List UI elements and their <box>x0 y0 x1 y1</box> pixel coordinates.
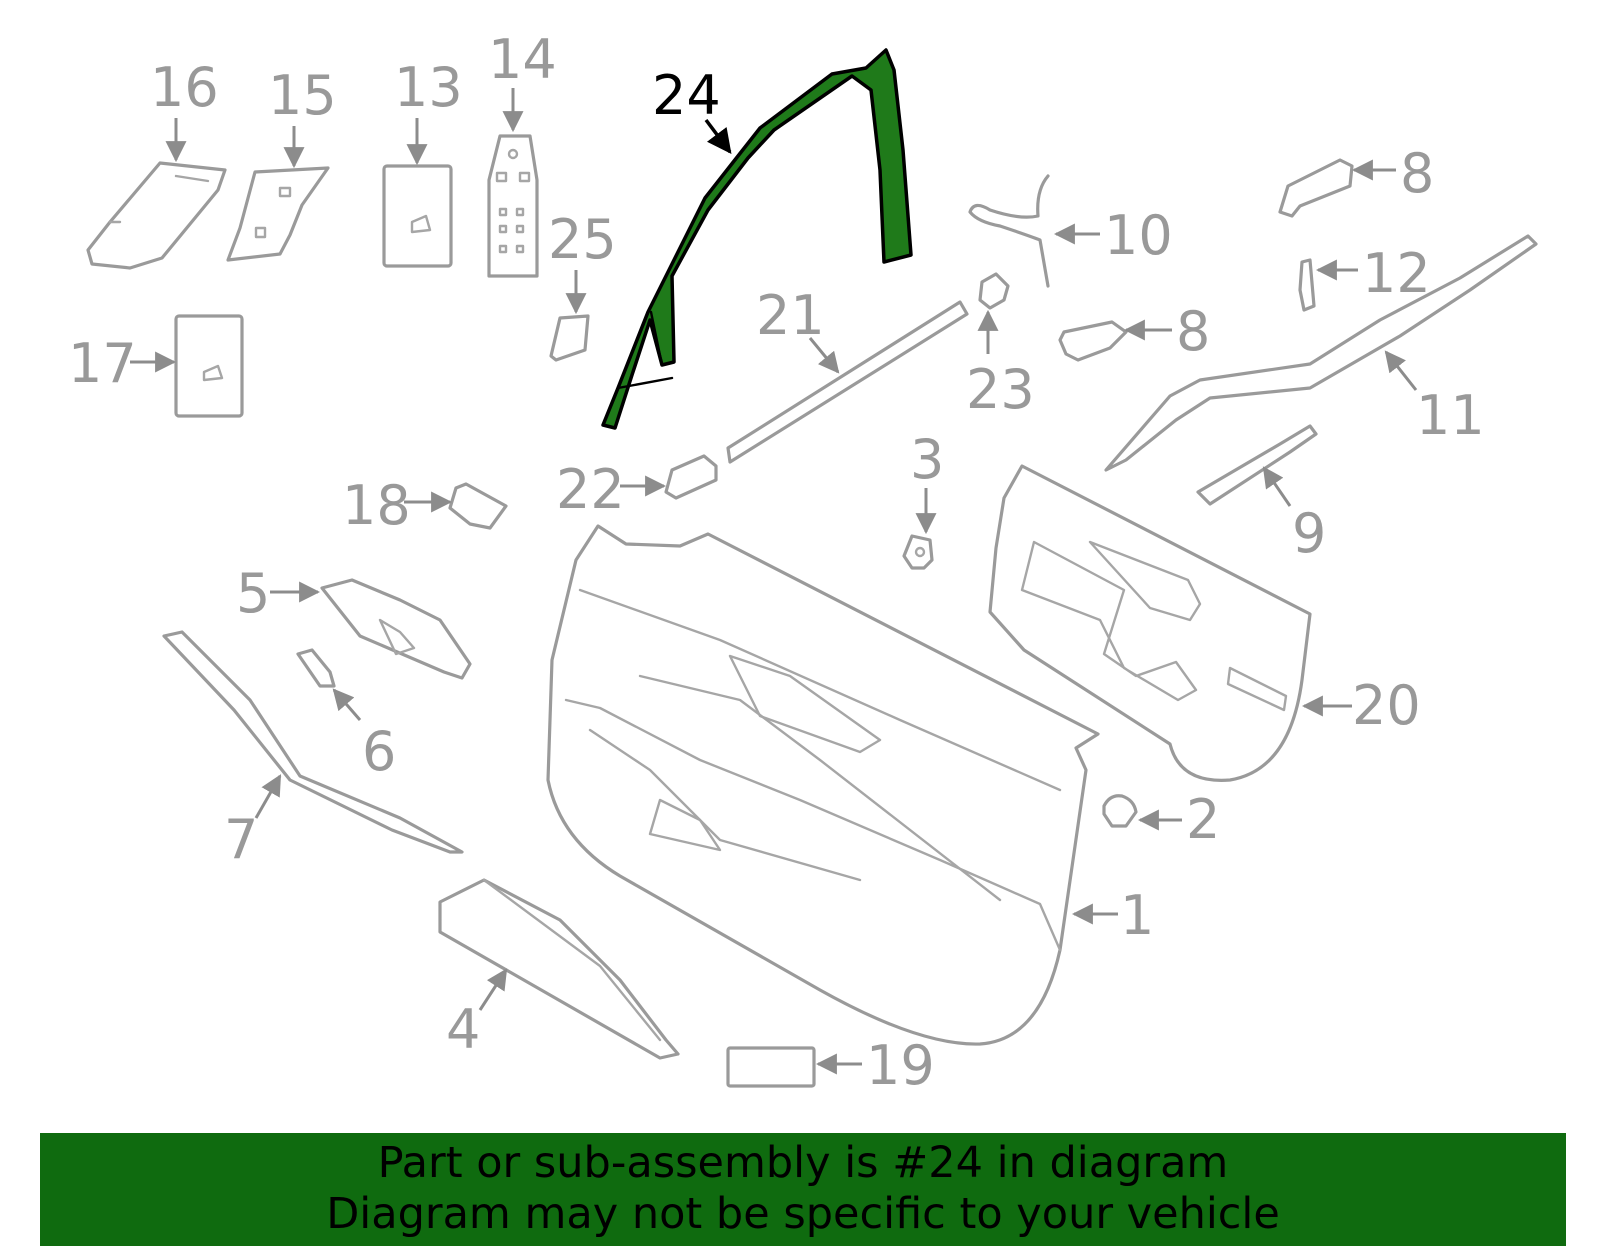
part-21[interactable] <box>726 300 969 464</box>
part-5[interactable] <box>320 578 472 680</box>
callout-6: 6 <box>362 720 396 783</box>
callout-2: 2 <box>1186 788 1220 851</box>
callout-17: 17 <box>68 332 137 395</box>
part-22[interactable] <box>664 454 718 500</box>
part-24-highlighted[interactable] <box>601 48 913 430</box>
part-9[interactable] <box>1196 424 1318 506</box>
callout-25: 25 <box>548 208 617 271</box>
part-15[interactable] <box>226 166 330 262</box>
part-17[interactable] <box>174 314 244 418</box>
callout-19: 19 <box>866 1034 935 1097</box>
callout-23: 23 <box>966 358 1035 421</box>
banner-line-2: Diagram may not be specific to your vehi… <box>326 1189 1280 1239</box>
callout-16: 16 <box>150 56 219 119</box>
callout-4: 4 <box>446 998 480 1061</box>
info-banner: Part or sub-assembly is #24 in diagram D… <box>40 1133 1566 1246</box>
part-3[interactable] <box>902 534 934 570</box>
callout-11: 11 <box>1416 384 1485 447</box>
part-23[interactable] <box>978 272 1010 310</box>
callout-8-top: 8 <box>1400 142 1434 205</box>
callout-12: 12 <box>1362 242 1431 305</box>
part-16[interactable] <box>86 161 227 270</box>
part-12[interactable] <box>1298 258 1316 312</box>
callout-21: 21 <box>756 284 825 347</box>
part-18[interactable] <box>448 482 508 530</box>
part-8-top[interactable] <box>1278 158 1354 218</box>
part-8-lower[interactable] <box>1058 320 1128 362</box>
callout-13: 13 <box>394 56 463 119</box>
part-13[interactable] <box>382 164 453 268</box>
part-1-door-panel[interactable] <box>546 524 1100 1046</box>
callout-22: 22 <box>556 458 625 521</box>
callout-5: 5 <box>236 562 270 625</box>
part-11[interactable] <box>1104 234 1538 472</box>
part-19[interactable] <box>726 1046 816 1088</box>
part-20[interactable] <box>988 464 1312 782</box>
callout-20: 20 <box>1352 674 1421 737</box>
part-10[interactable] <box>968 174 1050 288</box>
callout-18: 18 <box>342 474 411 537</box>
callout-8-lower: 8 <box>1176 300 1210 363</box>
part-14[interactable] <box>487 134 539 278</box>
banner-line-1: Part or sub-assembly is #24 in diagram <box>377 1138 1229 1188</box>
callout-3: 3 <box>910 428 944 491</box>
callout-1: 1 <box>1120 884 1154 947</box>
part-2[interactable] <box>1102 794 1138 828</box>
callout-7: 7 <box>224 808 258 871</box>
callout-9: 9 <box>1292 502 1326 565</box>
callout-10: 10 <box>1104 204 1173 267</box>
part-7[interactable] <box>162 630 464 854</box>
callout-14: 14 <box>488 28 557 91</box>
callout-24: 24 <box>652 64 721 127</box>
part-4[interactable] <box>438 878 680 1060</box>
callout-15: 15 <box>268 64 337 127</box>
part-25[interactable] <box>549 314 590 362</box>
part-6[interactable] <box>296 648 336 688</box>
